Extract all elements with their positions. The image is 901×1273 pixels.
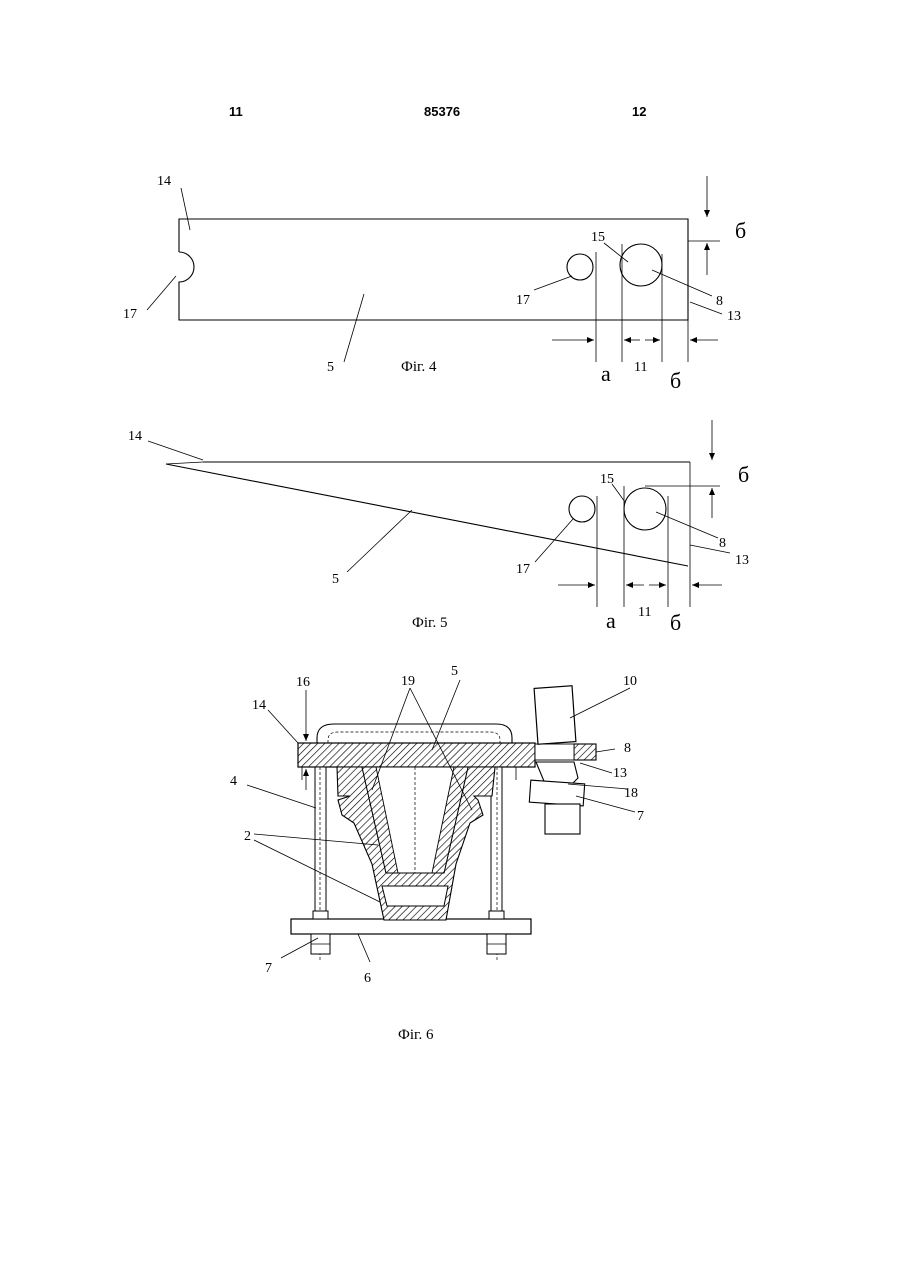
fig6-label-6: 6 <box>364 971 371 986</box>
fig4-caption: Фіг. 4 <box>401 359 437 375</box>
fig5-label-15: 15 <box>600 472 614 487</box>
fig6-label-13: 13 <box>613 766 627 781</box>
fig6-label-7-left: 7 <box>265 961 272 976</box>
fig4-label-b-top: б <box>735 218 746 243</box>
fig5-hole-17 <box>569 496 595 522</box>
figure-4: 14 17 17 15 8 13 5 11 а б б Фіг. 4 <box>123 174 746 393</box>
fig5-label-14: 14 <box>128 429 142 444</box>
fig6-label-14: 14 <box>252 698 266 713</box>
fig6-label-19: 19 <box>401 674 415 689</box>
fig4-label-15: 15 <box>591 230 605 245</box>
fig4-label-b-bottom: б <box>670 368 681 393</box>
fig4-label-17: 17 <box>516 293 530 308</box>
fig6-label-8: 8 <box>624 741 631 756</box>
fig4-label-17-left: 17 <box>123 307 137 322</box>
fig5-caption: Фіг. 5 <box>412 615 447 631</box>
fig6-label-16: 16 <box>296 675 310 690</box>
fig6-caption: Фіг. 6 <box>398 1027 434 1043</box>
figure-6: 16 19 5 10 14 8 4 13 18 2 7 7 6 Фіг. 6 <box>230 664 644 1043</box>
fig6-handle <box>317 724 512 743</box>
fig4-label-5: 5 <box>327 360 334 375</box>
fig4-label-11: 11 <box>634 360 647 375</box>
fig5-hole-8 <box>624 488 666 530</box>
figure-5: 14 15 8 13 17 5 11 а б б Фіг. 5 <box>128 420 749 635</box>
fig5-label-a: а <box>606 608 616 633</box>
fig6-label-7-right: 7 <box>637 809 644 824</box>
fig4-label-13: 13 <box>727 309 741 324</box>
fig5-label-8: 8 <box>719 536 726 551</box>
fig4-label-14: 14 <box>157 174 171 189</box>
fig6-plate-8 <box>574 744 596 760</box>
fig6-label-5: 5 <box>451 664 458 679</box>
fig5-label-b-top: б <box>738 462 749 487</box>
fig6-label-4: 4 <box>230 774 237 789</box>
fig6-label-2: 2 <box>244 829 251 844</box>
fig6-top-plate-5 <box>298 743 535 767</box>
fig6-label-18: 18 <box>624 786 638 801</box>
fig5-label-11: 11 <box>638 605 651 620</box>
fig5-label-17: 17 <box>516 562 530 577</box>
fig6-clamp-10 <box>534 686 576 745</box>
fig4-hole-8 <box>620 244 662 286</box>
fig4-label-8: 8 <box>716 294 723 309</box>
fig6-rod-left <box>315 767 326 917</box>
fig5-label-b-bottom: б <box>670 610 681 635</box>
fig6-label-10: 10 <box>623 674 637 689</box>
fig4-plate-outline <box>179 219 688 320</box>
fig6-bottom-plate-6 <box>291 919 531 934</box>
fig5-label-5: 5 <box>332 572 339 587</box>
fig5-label-13: 13 <box>735 553 749 568</box>
fig6-bolt-7 <box>529 780 584 806</box>
fig4-label-a: а <box>601 361 611 386</box>
